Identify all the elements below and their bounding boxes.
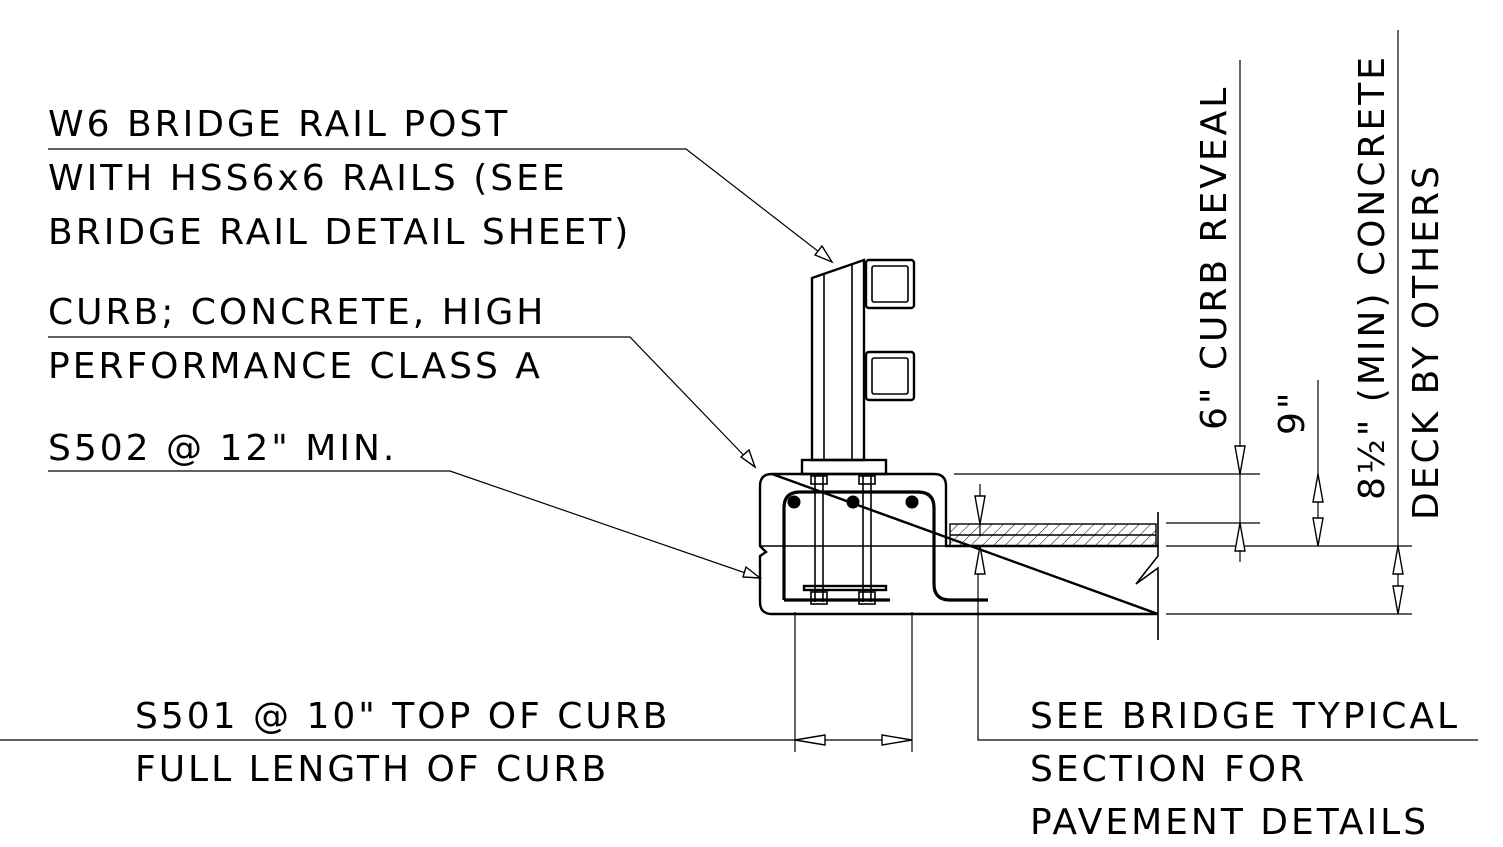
curb-material-leader [48,336,756,468]
longitudinal-bar-line-1: S501 @ 10" TOP OF CURB [135,696,670,737]
curb-reveal-arrow-top [1234,445,1246,475]
rail-post-callout: W6 BRIDGE RAIL POST WITH HSS6x6 RAILS (S… [48,104,834,264]
pavement-ref-line-3: PAVEMENT DETAILS [1030,802,1429,843]
pavement-ref-line-1: SEE BRIDGE TYPICAL [1030,696,1460,737]
pavement-overlay [949,523,1157,547]
bolt-2-nut-top [858,475,876,485]
curb-reveal-label: 6" CURB REVEAL [1194,85,1235,430]
stirrup-leader [48,470,761,579]
hss-rail-lower [864,350,916,402]
curb-outline [758,472,1159,616]
rail-post-line-2: WITH HSS6x6 RAILS (SEE [48,158,568,199]
curb [758,472,1159,616]
deck-arrow-top [1392,545,1404,575]
anchor-plate [802,584,888,592]
rail-post-line-3: BRIDGE RAIL DETAIL SHEET) [48,212,631,253]
longitudinal-bar-line-2: FULL LENGTH OF CURB [135,749,609,790]
post-web [810,258,866,462]
curb-material-line-2: PERFORMANCE CLASS A [48,346,543,387]
dimensions: 6" CURB REVEAL 9" 8½" (MIN) CONCRETE DEC… [954,30,1447,615]
curb-material-arrow [739,448,757,469]
stirrup-label: S502 @ 12" MIN. [48,428,397,469]
rail-post-line-1: W6 BRIDGE RAIL POST [48,104,510,145]
longitudinal-bar-callout: S501 @ 10" TOP OF CURB FULL LENGTH OF CU… [0,612,913,790]
hss-rail-upper-inner [871,265,909,303]
base-plate [800,458,888,476]
bolt-1-nut-bottom [810,591,828,605]
reinforcement [782,490,988,602]
anchor-bolts [802,474,888,605]
bolt-1-nut-top [810,475,828,485]
stirrup-callout: S502 @ 12" MIN. [48,428,763,579]
gap-arrow-top [974,495,986,525]
pavement-ref-line-2: SECTION FOR [1030,749,1307,790]
longitudinal-bar-3 [905,495,919,509]
bar-spacing-arrow-left [794,734,826,746]
bar-spacing-arrow-right [881,734,913,746]
hss-rail-lower-inner [871,357,909,395]
rail-post-leader [48,148,833,263]
gap-arrow-bottom [974,545,986,575]
longitudinal-bar-2 [846,495,860,509]
deck-arrow-bottom [1392,585,1404,615]
rail-post [800,258,916,476]
curb-material-line-1: CURB; CONCRETE, HIGH [48,292,546,333]
overall-height-label: 9" [1272,390,1313,435]
overall-arrow-top [1312,473,1324,503]
break-line [1135,512,1159,640]
stirrup-arrow [742,565,763,579]
hss-rail-upper [864,258,916,310]
stirrup-s502 [782,490,988,602]
pavement-ref-leader [977,562,1478,741]
deck-break [1135,512,1159,640]
pavement-ref-callout: SEE BRIDGE TYPICAL SECTION FOR PAVEMENT … [977,562,1478,843]
deck-depth-label: 8½" (MIN) CONCRETE [1352,54,1393,500]
rail-post-arrow [813,244,834,264]
longitudinal-bar-1 [787,495,801,509]
overall-arrow-bottom [1312,517,1324,547]
bolt-2-nut-bottom [858,591,876,605]
curb-reveal-arrow-bottom [1234,522,1246,552]
curb-material-callout: CURB; CONCRETE, HIGH PERFORMANCE CLASS A [48,292,757,469]
deck-by-others-label: DECK BY OTHERS [1406,163,1447,520]
